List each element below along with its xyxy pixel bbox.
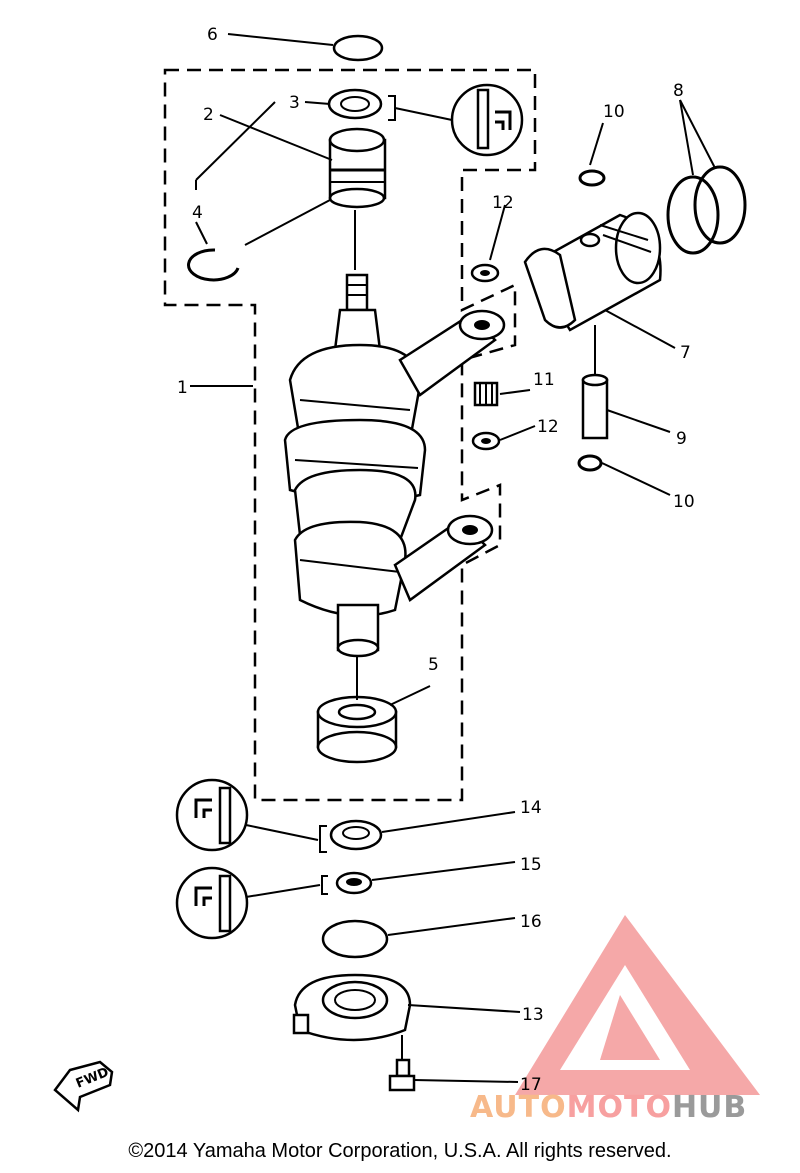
part-number-12-upper: 12 xyxy=(492,193,514,213)
part-15-oil-seal xyxy=(335,871,373,895)
part-number-6: 6 xyxy=(207,25,218,45)
part-6-o-ring xyxy=(332,34,384,62)
watermark-moto: MOTO xyxy=(566,1090,672,1125)
part-number-9: 9 xyxy=(676,429,687,449)
part-12-washer-upper xyxy=(470,263,500,283)
watermark-auto: AUTO xyxy=(470,1090,567,1125)
part-17-bolt xyxy=(388,1035,416,1092)
part-11-needle-bearing xyxy=(473,381,499,407)
part-number-8: 8 xyxy=(673,81,684,101)
part-14-oil-seal xyxy=(329,819,383,851)
watermark-hub: HUB xyxy=(671,1090,748,1125)
automotohub-logo xyxy=(515,915,760,1095)
part-2-bearing xyxy=(328,127,387,209)
part-number-1: 1 xyxy=(177,378,188,398)
connecting-rod-upper xyxy=(398,309,506,397)
copyright-notice: ©2014 Yamaha Motor Corporation, U.S.A. A… xyxy=(128,1140,672,1162)
part-number-10-upper: 10 xyxy=(603,102,625,122)
part-number-13: 13 xyxy=(522,1005,544,1025)
part-number-11: 11 xyxy=(533,370,555,390)
part-8-piston-rings xyxy=(666,165,747,255)
part-number-2: 2 xyxy=(203,105,214,125)
part-number-15: 15 xyxy=(520,855,542,875)
part-1-crankshaft xyxy=(283,273,427,658)
fwd-arrow-icon: FWD xyxy=(53,1060,114,1113)
part-7-piston xyxy=(523,211,662,332)
part-number-12-lower: 12 xyxy=(537,417,559,437)
part-number-16: 16 xyxy=(520,912,542,932)
part-number-14: 14 xyxy=(520,798,542,818)
part-number-7: 7 xyxy=(680,343,691,363)
part-10-clip-upper xyxy=(578,169,606,187)
part-number-3: 3 xyxy=(289,93,300,113)
grease-symbol-icon xyxy=(450,83,524,157)
grease-symbol-icon xyxy=(175,778,249,852)
grease-symbol-icon xyxy=(175,866,249,940)
part-13-bearing-housing xyxy=(292,973,412,1042)
part-10-clip-lower xyxy=(577,454,603,472)
part-12-washer-lower xyxy=(471,431,501,451)
crankshaft-assembly-boundary xyxy=(163,68,537,802)
part-number-17: 17 xyxy=(520,1075,542,1095)
part-16-o-ring xyxy=(321,919,389,959)
part-4-circlip xyxy=(187,248,240,282)
part-3-oil-seal xyxy=(327,88,383,120)
connecting-rod-lower xyxy=(393,514,494,602)
part-number-4: 4 xyxy=(192,203,203,223)
part-9-piston-pin xyxy=(581,325,609,440)
watermark-wordmark: AUTOMOTOHUB xyxy=(470,1090,747,1125)
part-number-10-lower: 10 xyxy=(673,492,695,512)
part-5-bearing xyxy=(316,695,398,764)
crankshaft-piston-exploded-diagram: FWD 1 2 3 4 5 6 7 8 9 10 10 11 12 12 1 xyxy=(53,25,760,1113)
part-number-5: 5 xyxy=(428,655,439,675)
leader-lines xyxy=(190,33,716,1083)
